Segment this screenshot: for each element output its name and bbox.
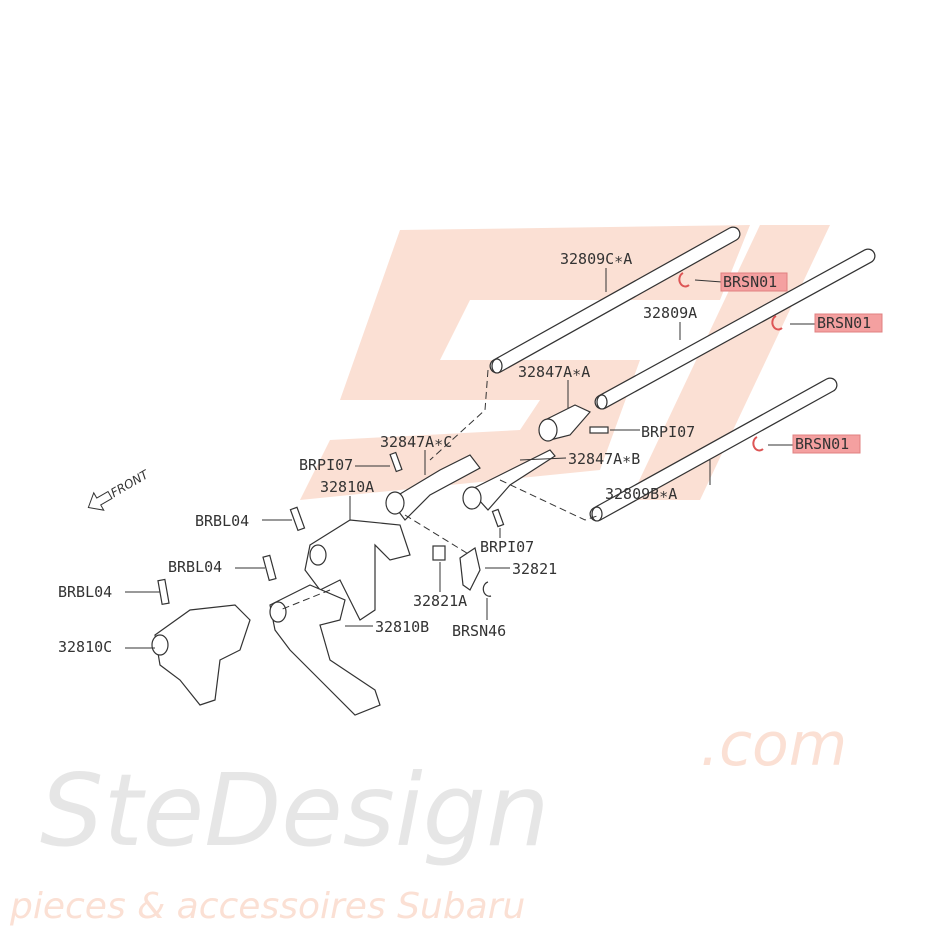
pin[interactable] xyxy=(389,451,403,473)
label-brpi07[interactable]: BRPI07 xyxy=(299,456,353,474)
label-32847a-b[interactable]: 32847A∗B xyxy=(568,450,640,468)
label-brpi07[interactable]: BRPI07 xyxy=(480,538,534,556)
label-32810a[interactable]: 32810A xyxy=(320,478,374,496)
label-32809a[interactable]: 32809A xyxy=(643,304,697,322)
watermark-brand: SteDesign xyxy=(40,752,549,869)
pin[interactable] xyxy=(491,508,505,528)
shaft-32809b[interactable] xyxy=(589,377,838,522)
bolt-icon[interactable] xyxy=(289,506,306,532)
label-brsn01[interactable]: BRSN01 xyxy=(723,273,777,291)
label-32809b[interactable]: 32809B∗A xyxy=(605,485,677,503)
label-32809c[interactable]: 32809C∗A xyxy=(560,250,632,268)
shaft-32809a[interactable] xyxy=(594,248,876,410)
fork-32810b[interactable] xyxy=(269,584,381,716)
fork-32810a[interactable] xyxy=(304,519,411,621)
label-brsn46[interactable]: BRSN46 xyxy=(452,622,506,640)
snap-ring-icon[interactable] xyxy=(678,272,690,288)
front-label: FRONT xyxy=(108,467,152,500)
label-brsn01[interactable]: BRSN01 xyxy=(795,435,849,453)
label-32810b[interactable]: 32810B xyxy=(375,618,429,636)
label-brpi07[interactable]: BRPI07 xyxy=(641,423,695,441)
rod-end-c[interactable] xyxy=(389,454,481,521)
label-32821a[interactable]: 32821A xyxy=(413,592,467,610)
bolt-icon[interactable] xyxy=(262,554,277,582)
shaft-32809c[interactable] xyxy=(489,226,741,374)
bolt-icon[interactable] xyxy=(157,578,170,606)
snap-ring-icon[interactable] xyxy=(771,315,783,331)
arrow-left-icon xyxy=(87,490,113,511)
fork-32810c[interactable] xyxy=(154,604,251,706)
interlock-plate[interactable] xyxy=(459,547,481,591)
watermark-domain: .com xyxy=(700,710,847,780)
rod-end-b[interactable] xyxy=(469,449,556,511)
interlock-bush[interactable] xyxy=(432,545,446,561)
label-brbl04[interactable]: BRBL04 xyxy=(168,558,222,576)
snap-ring-icon[interactable] xyxy=(752,436,764,452)
label-32847a-a[interactable]: 32847A∗A xyxy=(518,363,590,381)
label-32821[interactable]: 32821 xyxy=(512,560,557,578)
front-indicator: FRONT xyxy=(87,467,152,511)
sd-logo-bar xyxy=(630,225,830,500)
label-32810c[interactable]: 32810C xyxy=(58,638,112,656)
watermark-tagline: pieces & accessoires Subaru xyxy=(9,886,525,927)
pin[interactable] xyxy=(589,426,609,434)
label-brbl04[interactable]: BRBL04 xyxy=(195,512,249,530)
snap-ring-icon[interactable] xyxy=(482,581,492,597)
label-brsn01[interactable]: BRSN01 xyxy=(817,314,871,332)
label-brbl04[interactable]: BRBL04 xyxy=(58,583,112,601)
label-32847a-c[interactable]: 32847A∗C xyxy=(380,433,452,451)
